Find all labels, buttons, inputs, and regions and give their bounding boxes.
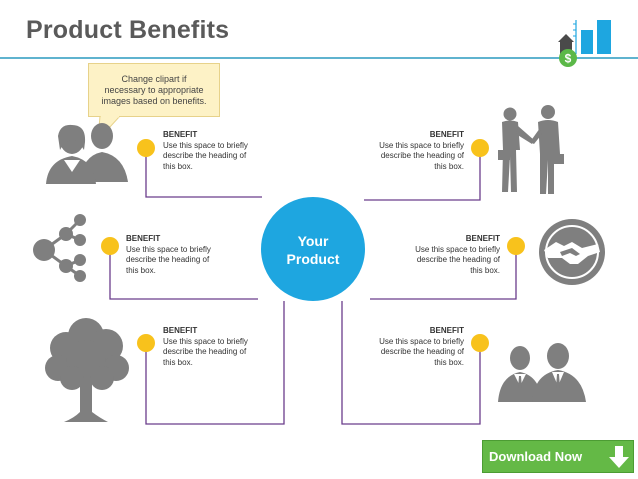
callout-line: images based on benefits. bbox=[101, 96, 207, 106]
benefit-mid-left: BENEFIT Use this space to briefly descri… bbox=[126, 234, 236, 276]
callout-line: necessary to appropriate bbox=[104, 85, 204, 95]
benefit-line: describe the heading of bbox=[380, 347, 464, 356]
benefit-dot bbox=[471, 334, 489, 352]
page-title: Product Benefits bbox=[26, 16, 230, 44]
benefit-line: this box. bbox=[470, 265, 500, 275]
benefit-heading: BENEFIT bbox=[163, 130, 198, 139]
bar-chart-dollar-icon: $ bbox=[558, 20, 611, 67]
benefit-mid-right: BENEFIT Use this space to briefly descri… bbox=[388, 234, 500, 276]
benefit-heading: BENEFIT bbox=[126, 234, 161, 243]
product-circle bbox=[257, 193, 369, 305]
two-businessmen-icon bbox=[498, 343, 586, 402]
benefit-line: Use this space to briefly bbox=[379, 140, 464, 150]
benefit-line: Use this space to briefly bbox=[163, 336, 248, 346]
center-label-line2: Product bbox=[286, 251, 340, 267]
benefit-line: this box. bbox=[434, 357, 464, 367]
benefit-top-right: BENEFIT Use this space to briefly descri… bbox=[352, 130, 464, 172]
benefit-heading: BENEFIT bbox=[163, 326, 198, 335]
benefit-line: describe the heading of bbox=[163, 151, 247, 160]
download-now-button[interactable]: Download Now bbox=[482, 440, 634, 473]
center-label: Your Product bbox=[258, 232, 368, 268]
title-divider bbox=[0, 57, 638, 59]
two-people-icon bbox=[46, 123, 128, 184]
benefit-dot bbox=[137, 334, 155, 352]
benefit-heading: BENEFIT bbox=[429, 326, 464, 335]
benefit-line: this box. bbox=[434, 161, 464, 171]
benefit-line: Use this space to briefly bbox=[379, 336, 464, 346]
tree-icon bbox=[45, 318, 129, 422]
benefit-line: Use this space to briefly bbox=[415, 244, 500, 254]
benefit-line: this box. bbox=[163, 161, 193, 171]
benefit-line: this box. bbox=[126, 265, 156, 275]
handshake-circle-icon bbox=[539, 219, 605, 285]
callout-line: Change clipart if bbox=[121, 74, 187, 84]
benefit-dot bbox=[507, 237, 525, 255]
benefit-dot bbox=[471, 139, 489, 157]
download-now-label: Download Now bbox=[489, 449, 583, 464]
benefit-bottom-left: BENEFIT Use this space to briefly descri… bbox=[163, 326, 273, 368]
businessmen-handshake-icon bbox=[498, 105, 564, 194]
benefit-line: this box. bbox=[163, 357, 193, 367]
benefit-line: describe the heading of bbox=[163, 347, 247, 356]
benefit-line: Use this space to briefly bbox=[126, 244, 211, 254]
benefit-heading: BENEFIT bbox=[429, 130, 464, 139]
svg-text:$: $ bbox=[565, 52, 572, 66]
benefit-bottom-right: BENEFIT Use this space to briefly descri… bbox=[352, 326, 464, 368]
center-label-line1: Your bbox=[297, 233, 329, 249]
benefit-line: describe the heading of bbox=[380, 151, 464, 160]
download-arrow-icon bbox=[609, 446, 629, 468]
benefit-dot bbox=[137, 139, 155, 157]
benefit-line: describe the heading of bbox=[126, 255, 210, 264]
benefit-line: Use this space to briefly bbox=[163, 140, 248, 150]
clipart-callout: Change clipart if necessary to appropria… bbox=[88, 63, 220, 117]
network-share-icon bbox=[33, 214, 86, 282]
benefit-line: describe the heading of bbox=[416, 255, 500, 264]
benefit-top-left: BENEFIT Use this space to briefly descri… bbox=[163, 130, 273, 172]
benefit-dot bbox=[101, 237, 119, 255]
benefit-heading: BENEFIT bbox=[465, 234, 500, 243]
